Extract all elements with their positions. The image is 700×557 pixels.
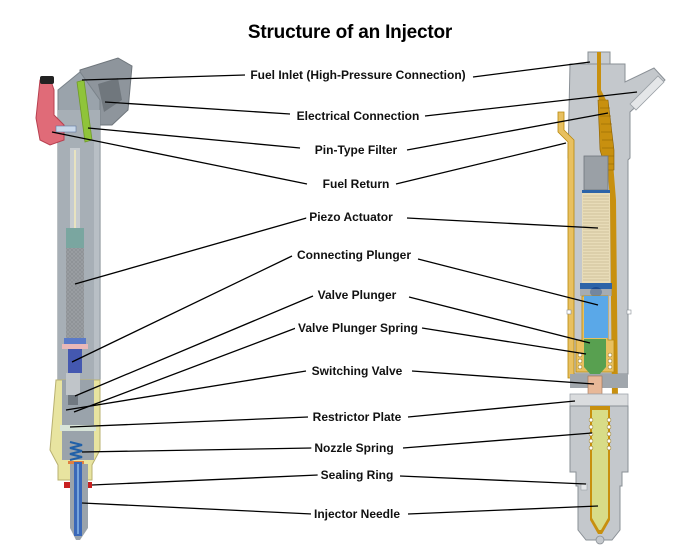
label-connecting-plunger: Connecting Plunger	[294, 248, 414, 262]
leader-line-injector-needle-left	[81, 502, 313, 515]
diagram-title: Structure of an Injector	[247, 22, 453, 43]
label-restrictor-plate: Restrictor Plate	[309, 410, 405, 424]
label-valve-plunger-spring: Valve Plunger Spring	[294, 321, 422, 335]
leader-line-fuel-return-right	[395, 142, 567, 185]
label-switching-valve: Switching Valve	[308, 364, 406, 378]
label-piezo-actuator: Piezo Actuator	[306, 210, 396, 224]
leader-line-nozzle-spring-right	[402, 432, 593, 449]
label-injector-needle: Injector Needle	[310, 507, 404, 521]
leader-line-connecting-plunger-left	[71, 255, 293, 363]
leader-line-connecting-plunger-right	[417, 258, 599, 306]
leader-line-electrical-connection-left	[104, 101, 291, 115]
leader-line-pin-type-filter-right	[406, 112, 609, 151]
leader-line-fuel-return-left	[51, 131, 308, 185]
label-sealing-ring: Sealing Ring	[317, 468, 397, 482]
leader-line-electrical-connection-right	[424, 91, 638, 117]
leader-line-sealing-ring-left	[91, 474, 319, 486]
leader-line-switching-valve-right	[411, 370, 595, 385]
leader-line-sealing-ring-right	[399, 475, 587, 485]
label-electrical-connection: Electrical Connection	[293, 109, 423, 123]
leader-line-injector-needle-right	[407, 505, 599, 515]
leader-line-piezo-actuator-right	[406, 217, 599, 229]
leader-line-valve-plunger-spring-right	[421, 327, 587, 355]
left-injector-illustration	[35, 57, 133, 540]
leader-line-pin-type-filter-left	[87, 127, 301, 149]
right-injector-cutaway	[557, 51, 666, 545]
label-fuel-inlet: Fuel Inlet (High-Pressure Connection)	[247, 68, 469, 82]
leader-line-fuel-inlet-left	[81, 74, 246, 81]
leader-line-valve-plunger-spring-left	[73, 327, 297, 413]
leader-line-switching-valve-left	[65, 370, 307, 411]
label-valve-plunger: Valve Plunger	[314, 288, 400, 302]
leader-line-restrictor-plate-left	[69, 416, 309, 428]
leader-line-fuel-inlet-right	[472, 61, 591, 78]
leader-line-piezo-actuator-left	[74, 216, 311, 285]
leader-line-valve-plunger-right	[408, 296, 591, 344]
leader-line-restrictor-plate-right	[407, 400, 576, 418]
leader-line-valve-plunger-left	[74, 295, 314, 397]
label-fuel-return: Fuel Return	[319, 177, 393, 191]
label-pin-type-filter: Pin-Type Filter	[311, 143, 401, 157]
label-nozzle-spring: Nozzle Spring	[311, 441, 397, 455]
leader-line-nozzle-spring-left	[81, 447, 313, 453]
